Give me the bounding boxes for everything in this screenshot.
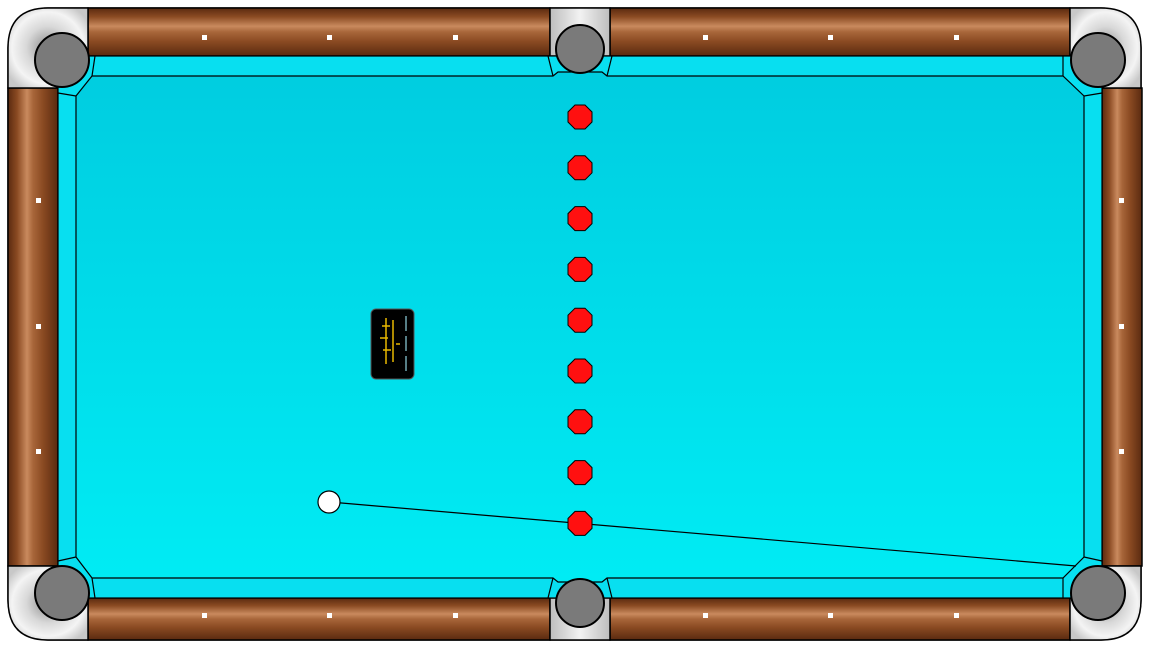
pocket-top-middle [556,25,604,73]
pocket-top-right [1071,33,1125,87]
red-ball[interactable] [568,410,592,434]
pocket-top-left [35,33,89,87]
red-ball[interactable] [568,511,592,535]
rail-left [8,88,58,566]
red-ball[interactable] [568,257,592,281]
pocket-bottom-right [1071,566,1125,620]
red-ball[interactable] [568,156,592,180]
cue-ball[interactable] [318,491,340,513]
pocket-bottom-middle [556,579,604,627]
rail-top-left [88,8,550,56]
red-ball[interactable] [568,359,592,383]
rail-bottom-left [88,598,550,640]
red-balls [568,105,592,535]
rail-top-right [610,8,1070,56]
red-ball[interactable] [568,105,592,129]
pocket-bottom-left [35,566,89,620]
red-ball[interactable] [568,207,592,231]
power-meter[interactable] [371,309,414,379]
red-ball[interactable] [568,308,592,332]
rail-bottom-right [610,598,1070,640]
red-ball[interactable] [568,461,592,485]
